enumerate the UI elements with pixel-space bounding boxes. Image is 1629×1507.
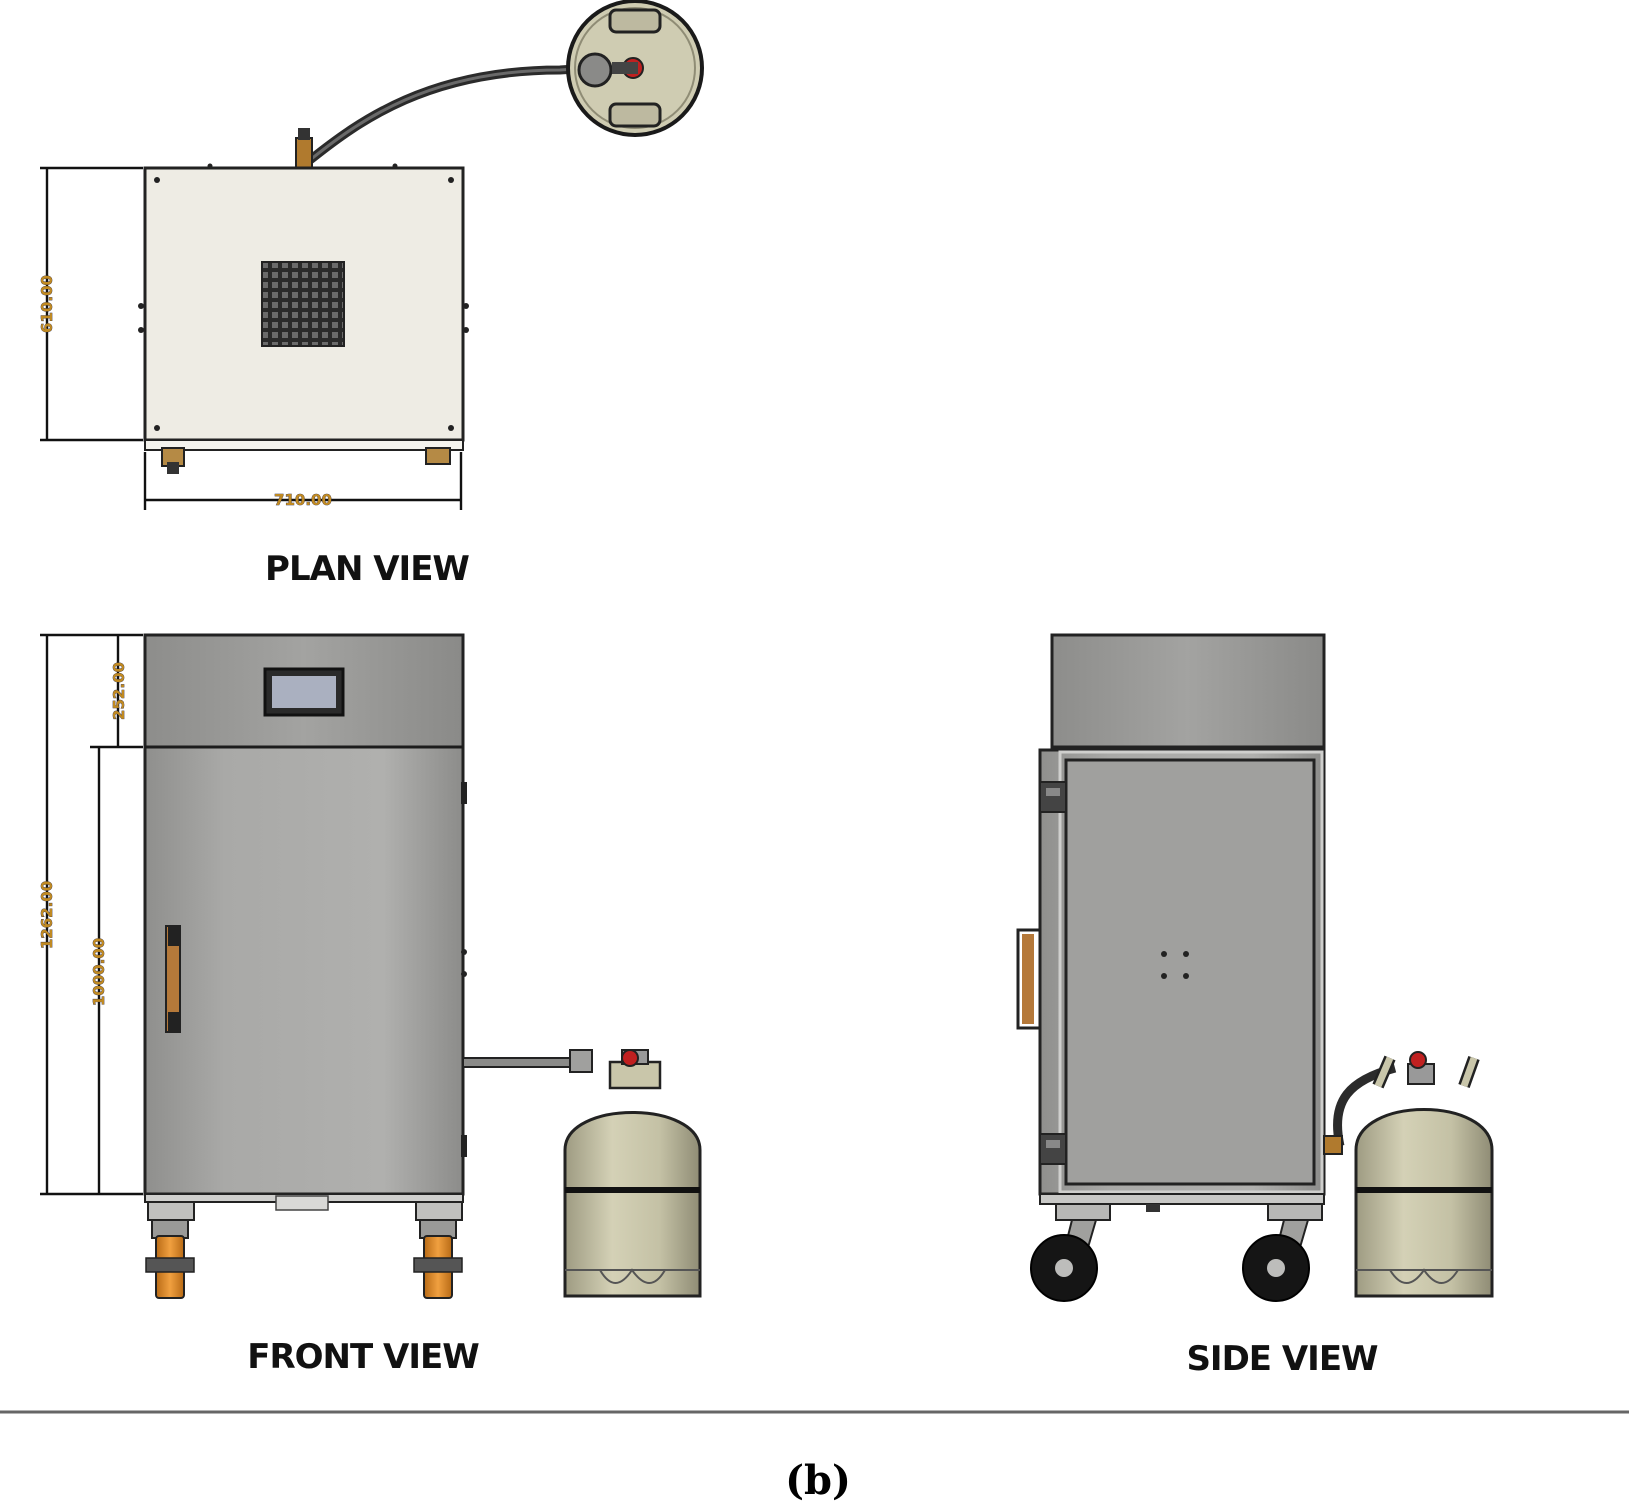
front-gas-tank xyxy=(563,1049,702,1298)
side-handle xyxy=(1016,928,1042,1030)
side-hinge-bottom xyxy=(1039,1133,1067,1165)
plan-width-dimension: 710.00 xyxy=(143,452,463,510)
front-caster-left xyxy=(145,1201,195,1299)
plan-vent-grille xyxy=(261,261,345,347)
front-hose xyxy=(462,1057,574,1068)
front-top-section xyxy=(143,633,465,749)
plan-gas-connector xyxy=(295,137,313,169)
front-view-title: FRONT VIEW xyxy=(247,1337,479,1377)
front-total-value: 1262.00 xyxy=(38,881,56,949)
plan-width-value: 710.00 xyxy=(274,491,332,509)
front-body-value: 1000.00 xyxy=(90,938,108,1006)
plan-depth-value: 610.00 xyxy=(38,275,56,333)
side-hinge-top xyxy=(1039,781,1067,813)
plan-view: 610.00 710.00 PLAN VIEW xyxy=(38,0,704,589)
front-top-dimension: 252.00 xyxy=(90,635,143,749)
plan-hose xyxy=(307,63,591,164)
plan-view-title: PLAN VIEW xyxy=(265,549,469,589)
side-view-title: SIDE VIEW xyxy=(1186,1339,1378,1379)
side-top-section xyxy=(1050,633,1326,749)
front-door-handle xyxy=(165,925,181,1033)
front-body-dimension: 1000.00 xyxy=(90,747,108,1194)
plan-gas-tank xyxy=(566,0,704,137)
side-view: SIDE VIEW xyxy=(1016,633,1494,1379)
side-wheel-left xyxy=(1030,1203,1111,1302)
side-door xyxy=(1064,758,1316,1186)
front-top-value: 252.00 xyxy=(110,662,128,720)
side-wheel-right xyxy=(1242,1203,1323,1302)
front-total-dimension: 1262.00 xyxy=(38,633,143,1196)
figure-caption: (b) xyxy=(785,1457,851,1504)
front-caster-right xyxy=(413,1201,463,1299)
front-body xyxy=(143,745,465,1196)
plan-depth-dimension: 610.00 xyxy=(38,166,143,442)
side-gas-tank xyxy=(1354,1051,1494,1298)
front-view: 1262.00 252.00 1000.00 FRONT VIEW xyxy=(38,633,702,1377)
